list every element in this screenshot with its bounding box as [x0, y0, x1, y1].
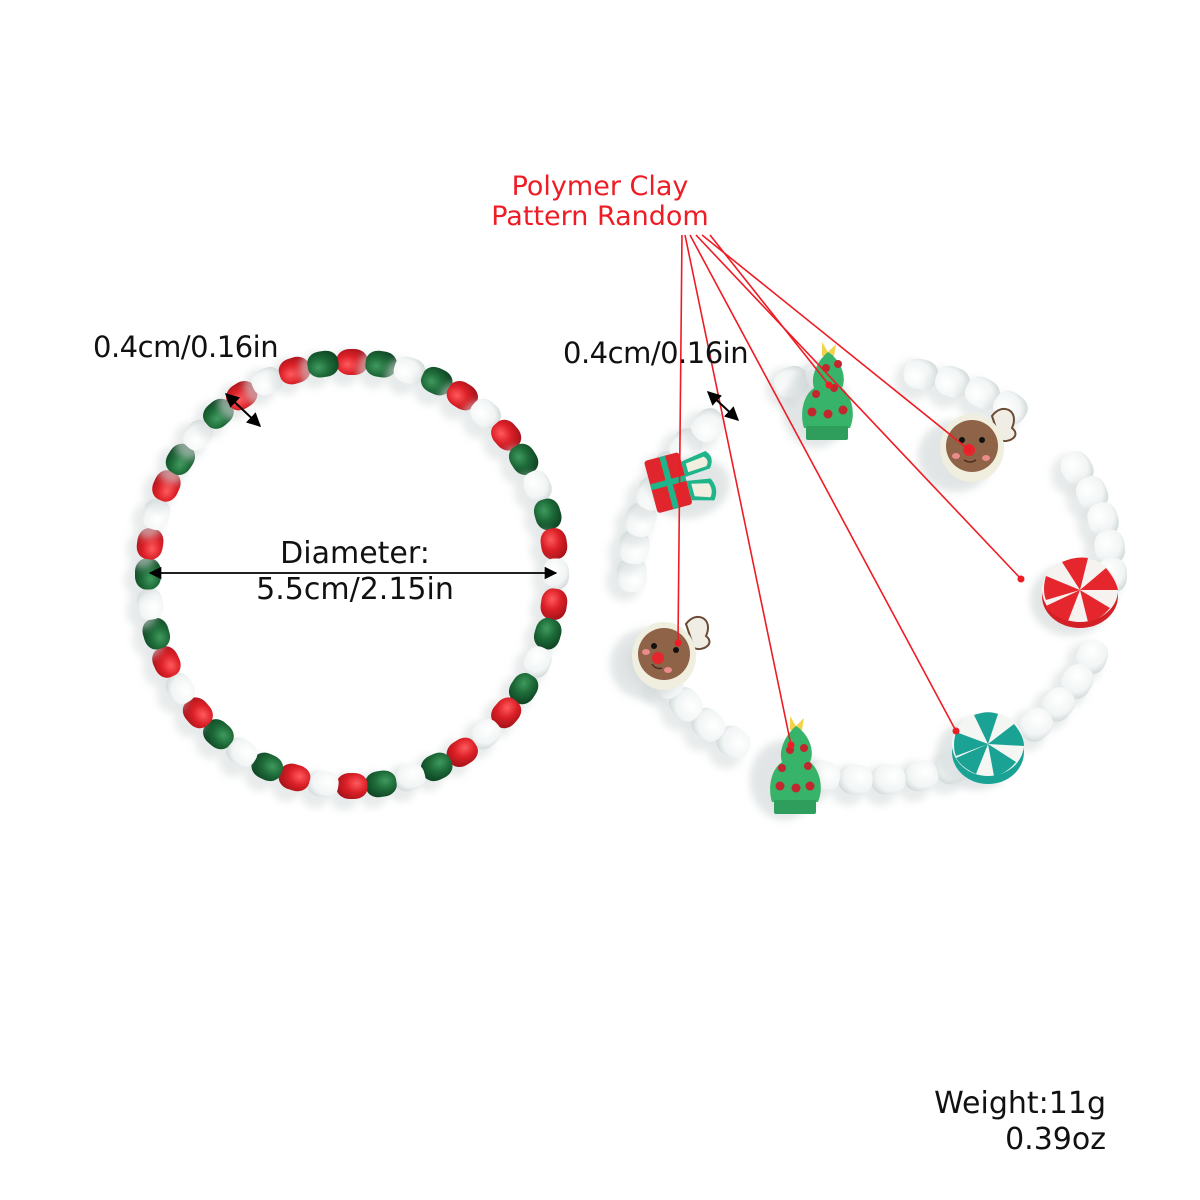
polymer-clay-pointer-lines: [677, 234, 1022, 746]
right-bead-size-arrow: [706, 391, 740, 421]
polymer-clay-line2: Pattern Random: [491, 201, 709, 232]
weight-ounces: 0.39oz: [1005, 1122, 1106, 1157]
reindeer-charm-icon: [610, 615, 711, 700]
christmas-tree-charm-icon: [750, 716, 821, 820]
diameter-label: Diameter: 5.5cm/2.15in: [210, 536, 500, 608]
peppermint-candy-teal-charm-icon: [936, 712, 1024, 790]
weight-grams: Weight:11g: [934, 1086, 1106, 1121]
left-bead-size-arrow: [224, 393, 262, 427]
charms: [610, 342, 1118, 820]
left-bead-size-label: 0.4cm/0.16in: [93, 330, 279, 364]
christmas-tree-charm-icon: [782, 342, 853, 448]
diameter-title: Diameter:: [280, 536, 430, 571]
polymer-clay-label: Polymer Clay Pattern Random: [470, 172, 730, 232]
polymer-clay-pointer-dots: [674, 381, 1025, 749]
right-bead-size-label: 0.4cm/0.16in: [563, 336, 749, 370]
reindeer-charm-icon: [918, 407, 1017, 492]
peppermint-candy-red-charm-icon: [1030, 557, 1118, 636]
polymer-clay-line1: Polymer Clay: [511, 171, 689, 202]
weight-label: Weight:11g 0.39oz: [860, 1086, 1106, 1158]
diameter-value: 5.5cm/2.15in: [256, 572, 454, 607]
